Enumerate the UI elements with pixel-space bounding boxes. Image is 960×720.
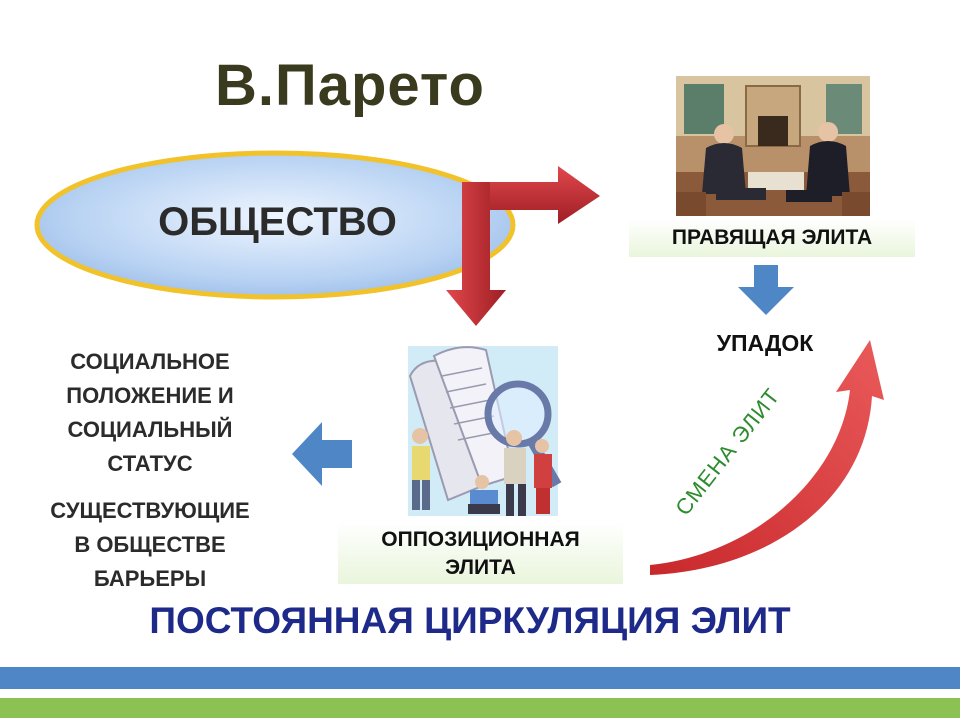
footer-divider	[0, 690, 960, 698]
opposition-elite-line-2: ЭЛИТА	[445, 556, 516, 579]
social-status-line-4: СТАТУС	[107, 451, 193, 476]
barriers-line-2: В ОБЩЕСТВЕ	[74, 532, 226, 557]
page-title: В.Парето	[215, 53, 485, 118]
opposition-elite-line-1: ОППОЗИЦИОННАЯ	[381, 528, 580, 551]
barriers-line-1: СУЩЕСТВУЮЩИЕ	[50, 498, 250, 523]
opposition-elite-illustration	[408, 346, 562, 516]
ruling-elite-photo	[676, 76, 870, 216]
opposition-elite-label: ОППОЗИЦИОННАЯ ЭЛИТА	[338, 522, 623, 584]
social-status-line-3: СОЦИАЛЬНЫЙ	[67, 417, 233, 442]
barriers-text: СУЩЕСТВУЮЩИЕ В ОБЩЕСТВЕ БАРЬЕРЫ	[20, 494, 280, 596]
social-status-line-1: СОЦИАЛЬНОЕ	[70, 349, 230, 374]
society-oval	[34, 150, 516, 300]
footer-green-bar	[0, 698, 960, 718]
elite-change-label: СМЕНА ЭЛИТ	[670, 383, 785, 520]
decline-label: УПАДОК	[716, 330, 814, 356]
society-label: ОБЩЕСТВО	[158, 200, 397, 244]
social-status-text: СОЦИАЛЬНОЕ ПОЛОЖЕНИЕ И СОЦИАЛЬНЫЙ СТАТУС	[30, 345, 270, 481]
circulation-heading: ПОСТОЯННАЯ ЦИРКУЛЯЦИЯ ЭЛИТ	[149, 600, 791, 641]
barriers-line-3: БАРЬЕРЫ	[93, 566, 207, 591]
blue-left-arrow	[292, 422, 352, 486]
red-split-arrow	[446, 166, 600, 326]
elite-change-text-layer: СМЕНА ЭЛИТ	[670, 383, 785, 520]
ruling-elite-label: ПРАВЯЩАЯ ЭЛИТА	[629, 219, 915, 257]
social-status-line-2: ПОЛОЖЕНИЕ И	[66, 383, 234, 408]
blue-down-arrow	[738, 265, 794, 315]
elite-change-curve-arrow	[650, 340, 884, 575]
footer-blue-bar	[0, 667, 960, 689]
